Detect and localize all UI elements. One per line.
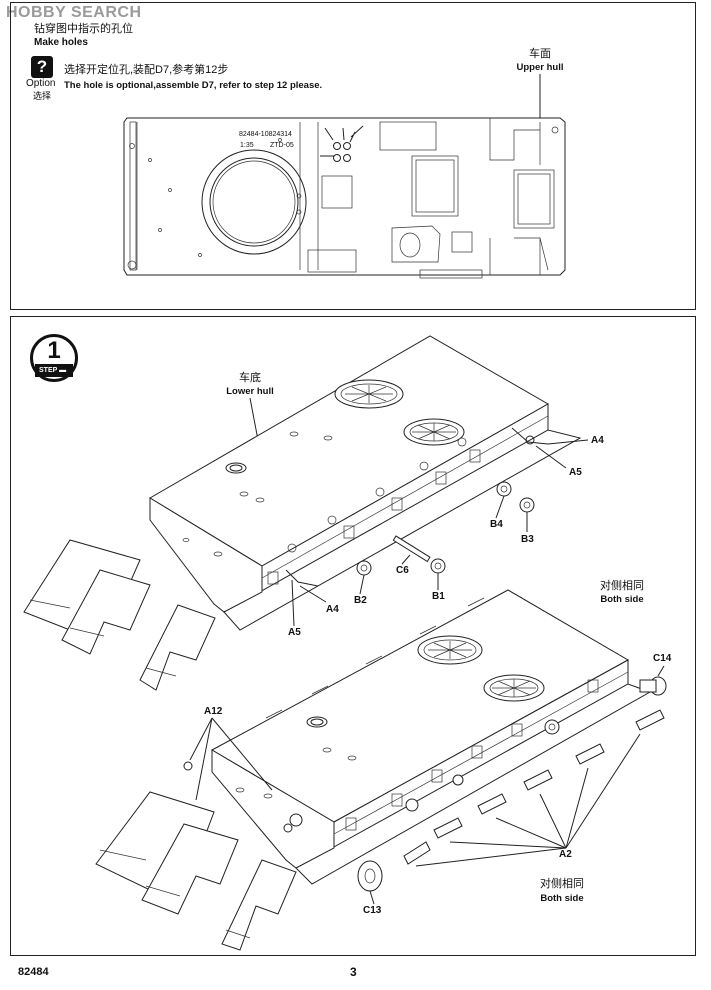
callout-a4-top: A4 xyxy=(591,435,604,446)
callout-c13: C13 xyxy=(363,905,382,916)
step1-number: 1 xyxy=(47,337,61,364)
step1-label: STEP ▬ xyxy=(35,364,73,377)
option-box: ? xyxy=(31,56,53,78)
upper-hull-label-en: Upper hull xyxy=(516,62,564,73)
lower-hull-label-en: Lower hull xyxy=(226,386,274,397)
callout-b2: B2 xyxy=(354,595,367,606)
callout-b1: B1 xyxy=(432,591,445,602)
question-mark-icon: ? xyxy=(36,57,48,76)
option-label-en: Option xyxy=(26,78,56,89)
make-holes-title-cn: 钻穿图中指示的孔位 xyxy=(34,23,133,35)
watermark-logo: HOBBY SEARCH xyxy=(6,4,142,22)
upper-hull-label-cn: 车面 xyxy=(529,48,551,60)
step1-panel xyxy=(10,316,696,956)
callout-b4: B4 xyxy=(490,519,503,530)
both-side-label-cn-1: 对侧相同 xyxy=(600,580,644,592)
callout-b3: B3 xyxy=(521,534,534,545)
watermark-text: HOBBY SEARCH xyxy=(6,4,142,21)
footer-page-number: 3 xyxy=(350,965,357,979)
both-side-label-en-2: Both side xyxy=(540,893,584,904)
callout-c6: C6 xyxy=(396,565,409,576)
both-side-label-cn-2: 对侧相同 xyxy=(540,878,584,890)
option-note-en: The hole is optional,assemble D7, refer … xyxy=(64,80,323,91)
hull-code: 82484-10824314 xyxy=(239,131,292,138)
make-holes-panel xyxy=(10,2,696,310)
upper-hull-drawing xyxy=(123,74,566,279)
make-holes-title-en: Make holes xyxy=(34,37,88,48)
callout-a5-mid: A5 xyxy=(288,627,301,638)
lower-hull-label-cn: 车底 xyxy=(239,372,261,384)
callout-a4-mid: A4 xyxy=(326,604,339,615)
callout-a12: A12 xyxy=(204,706,223,717)
callout-c14: C14 xyxy=(653,653,672,664)
footer-product-code: 82484 xyxy=(18,966,49,978)
option-label-cn: 选择 xyxy=(33,91,52,101)
step1-badge: 1 STEP ▬ xyxy=(30,334,78,382)
both-side-label-en-1: Both side xyxy=(600,594,644,605)
callout-a2: A2 xyxy=(559,849,572,860)
callout-a5-top: A5 xyxy=(569,467,582,478)
hull-scale: 1:35 xyxy=(240,142,254,149)
hull-model: ZTD-05 xyxy=(270,142,294,149)
option-note-cn: 选择开定位孔,装配D7,参考第12步 xyxy=(64,64,229,76)
tank-icon: ▬ xyxy=(59,367,67,374)
